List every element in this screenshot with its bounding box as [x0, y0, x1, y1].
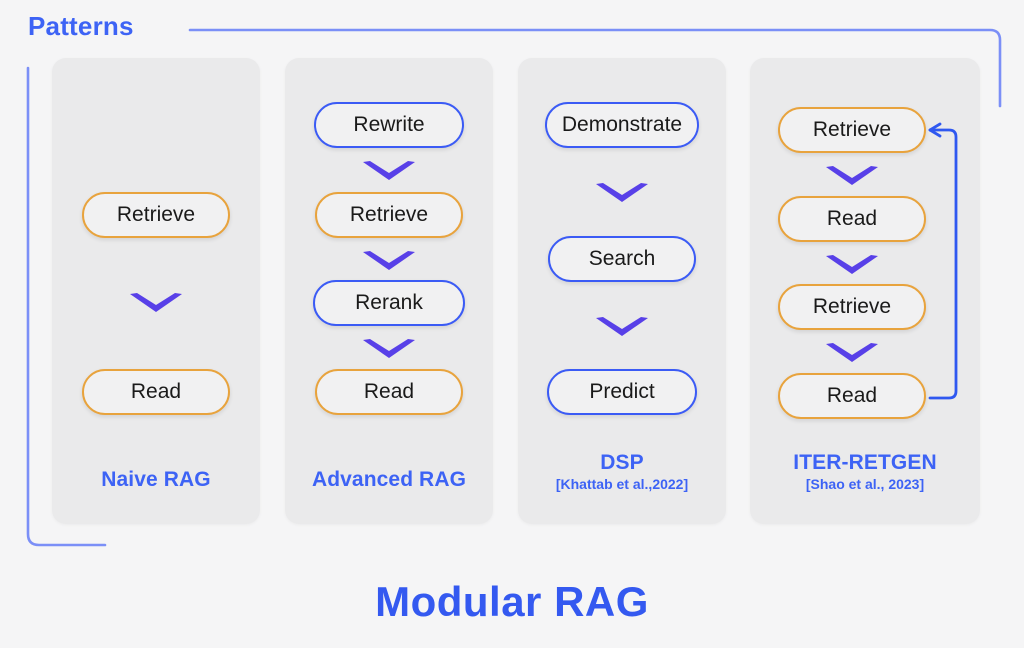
column-iter-retgen: Retrieve Read Retrieve Read ITE	[750, 58, 980, 524]
node-retrieve-iter-1[interactable]: Retrieve	[778, 107, 926, 153]
chevron-down-icon	[361, 248, 417, 274]
chevron-down-icon	[361, 336, 417, 362]
node-rewrite[interactable]: Rewrite	[314, 102, 464, 148]
column-dsp: Demonstrate Search Predict DSP [Khattab …	[518, 58, 726, 524]
node-predict[interactable]: Predict	[547, 369, 697, 415]
node-read-iter-2[interactable]: Read	[778, 373, 926, 419]
chevron-down-icon	[824, 163, 880, 189]
node-read-1[interactable]: Read	[82, 369, 230, 415]
caption-iter-retgen: ITER-RETGEN [Shao et al., 2023]	[750, 451, 980, 492]
flow-iter-retgen: Retrieve Read Retrieve Read ITE	[750, 58, 980, 524]
chevron-down-icon	[594, 180, 650, 206]
chevron-down-icon	[824, 340, 880, 366]
node-read-iter-1[interactable]: Read	[778, 196, 926, 242]
chevron-down-icon	[594, 314, 650, 340]
flow-dsp: Demonstrate Search Predict DSP [Khattab …	[518, 58, 726, 524]
column-naive-rag: Retrieve Read Naive RAG	[52, 58, 260, 524]
chevron-down-icon	[824, 252, 880, 278]
patterns-columns: Retrieve Read Naive RAG Rewrite Retrieve	[0, 58, 1024, 524]
caption-main-naive-rag: Naive RAG	[101, 468, 211, 491]
caption-dsp: DSP [Khattab et al.,2022]	[518, 451, 726, 492]
caption-naive-rag: Naive RAG	[52, 468, 260, 492]
chevron-down-icon	[128, 290, 184, 316]
caption-main-advanced-rag: Advanced RAG	[311, 468, 467, 491]
node-read-advanced[interactable]: Read	[315, 369, 463, 415]
flow-advanced-rag: Rewrite Retrieve Rerank Read Ad	[285, 58, 493, 524]
caption-main-dsp: DSP	[600, 451, 644, 474]
chevron-down-icon	[361, 158, 417, 184]
caption-citation-dsp: [Khattab et al.,2022]	[555, 476, 689, 492]
caption-main-iter-retgen: ITER-RETGEN	[793, 451, 937, 474]
flow-naive-rag: Retrieve Read Naive RAG	[52, 58, 260, 524]
node-retrieve-iter-2[interactable]: Retrieve	[778, 284, 926, 330]
footer-title: Modular RAG	[375, 578, 649, 625]
node-retrieve-advanced[interactable]: Retrieve	[315, 192, 463, 238]
page-title: Patterns	[28, 11, 134, 41]
node-rerank[interactable]: Rerank	[313, 280, 465, 326]
column-advanced-rag: Rewrite Retrieve Rerank Read Ad	[285, 58, 493, 524]
node-search[interactable]: Search	[548, 236, 696, 282]
node-demonstrate[interactable]: Demonstrate	[545, 102, 699, 148]
caption-advanced-rag: Advanced RAG	[285, 468, 493, 492]
caption-citation-iter-retgen: [Shao et al., 2023]	[805, 476, 925, 492]
node-retrieve-1[interactable]: Retrieve	[82, 192, 230, 238]
